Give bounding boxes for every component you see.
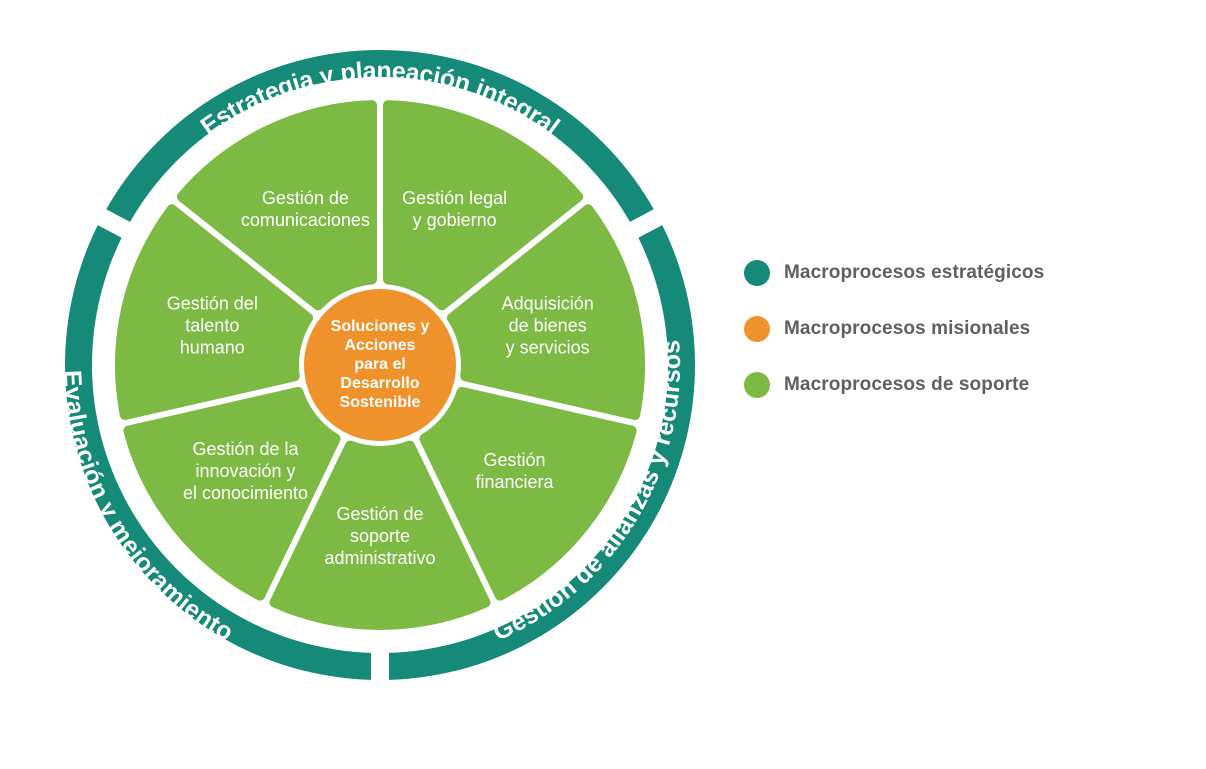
segment-label-innovacion: el conocimiento	[183, 483, 308, 503]
legend-item-soporte: Macroprocesos de soporte	[744, 368, 1044, 402]
segment-label-adquisicion: Adquisición	[502, 293, 594, 313]
segment-label-financiera: Gestión	[483, 450, 545, 470]
ring-label-strategy: Estrategia y planeación integral	[195, 57, 564, 141]
segment-adquisicion	[446, 204, 645, 421]
legend-label: Macroprocesos misionales	[784, 318, 1031, 339]
segment-label-innovacion: innovación y	[195, 461, 295, 481]
legend-dot-icon	[744, 372, 770, 398]
segment-label-talento: humano	[180, 337, 245, 357]
center-label: Desarrollo	[340, 375, 419, 392]
legend-dot-icon	[744, 316, 770, 342]
legend-item-misionales: Macroprocesos misionales	[744, 312, 1044, 346]
segment-label-soporte-administrativo: Gestión de	[336, 504, 423, 524]
segment-label-innovacion: Gestión de la	[192, 439, 299, 459]
ring-arc-strategy	[106, 49, 654, 222]
center-circle	[304, 289, 456, 441]
legend: Macroprocesos estratégicos Macroprocesos…	[744, 256, 1044, 424]
center-hub: Soluciones y Acciones para el DesarrolloSos…	[304, 289, 456, 441]
segment-label-adquisicion: y servicios	[506, 337, 590, 357]
segment-financiera	[419, 386, 637, 601]
segment-comunicaciones	[176, 100, 378, 311]
segment-label-talento: Gestión del	[167, 293, 258, 313]
center-label: para el	[354, 356, 406, 373]
center-label: Acciones	[344, 337, 415, 354]
legend-label: Macroprocesos estratégicos	[784, 262, 1045, 283]
segment-label-comunicaciones: comunicaciones	[241, 210, 370, 230]
segment-legal	[382, 100, 584, 311]
segment-label-legal: y gobierno	[413, 210, 497, 230]
segment-innovacion	[123, 386, 341, 601]
segment-talento	[115, 204, 314, 421]
legend-item-estrategicos: Macroprocesos estratégicos	[744, 256, 1044, 290]
segment-label-soporte-administrativo: soporte	[350, 526, 410, 546]
segment-label-soporte-administrativo: administrativo	[324, 548, 435, 568]
segment-label-financiera: financiera	[475, 472, 554, 492]
legend-dot-icon	[744, 260, 770, 286]
segment-label-adquisicion: de bienes	[509, 315, 587, 335]
segment-label-legal: Gestión legal	[402, 188, 507, 208]
center-label: Sostenible	[340, 394, 421, 411]
center-label: Soluciones y	[331, 318, 430, 335]
ring-arc-alliances	[388, 225, 695, 680]
segment-label-talento: talento	[185, 315, 239, 335]
segment-soporte-administrativo	[269, 440, 491, 630]
segment-label-comunicaciones: Gestión de	[262, 188, 349, 208]
ring-arc-evaluation	[64, 225, 372, 680]
legend-label: Macroprocesos de soporte	[784, 374, 1030, 395]
